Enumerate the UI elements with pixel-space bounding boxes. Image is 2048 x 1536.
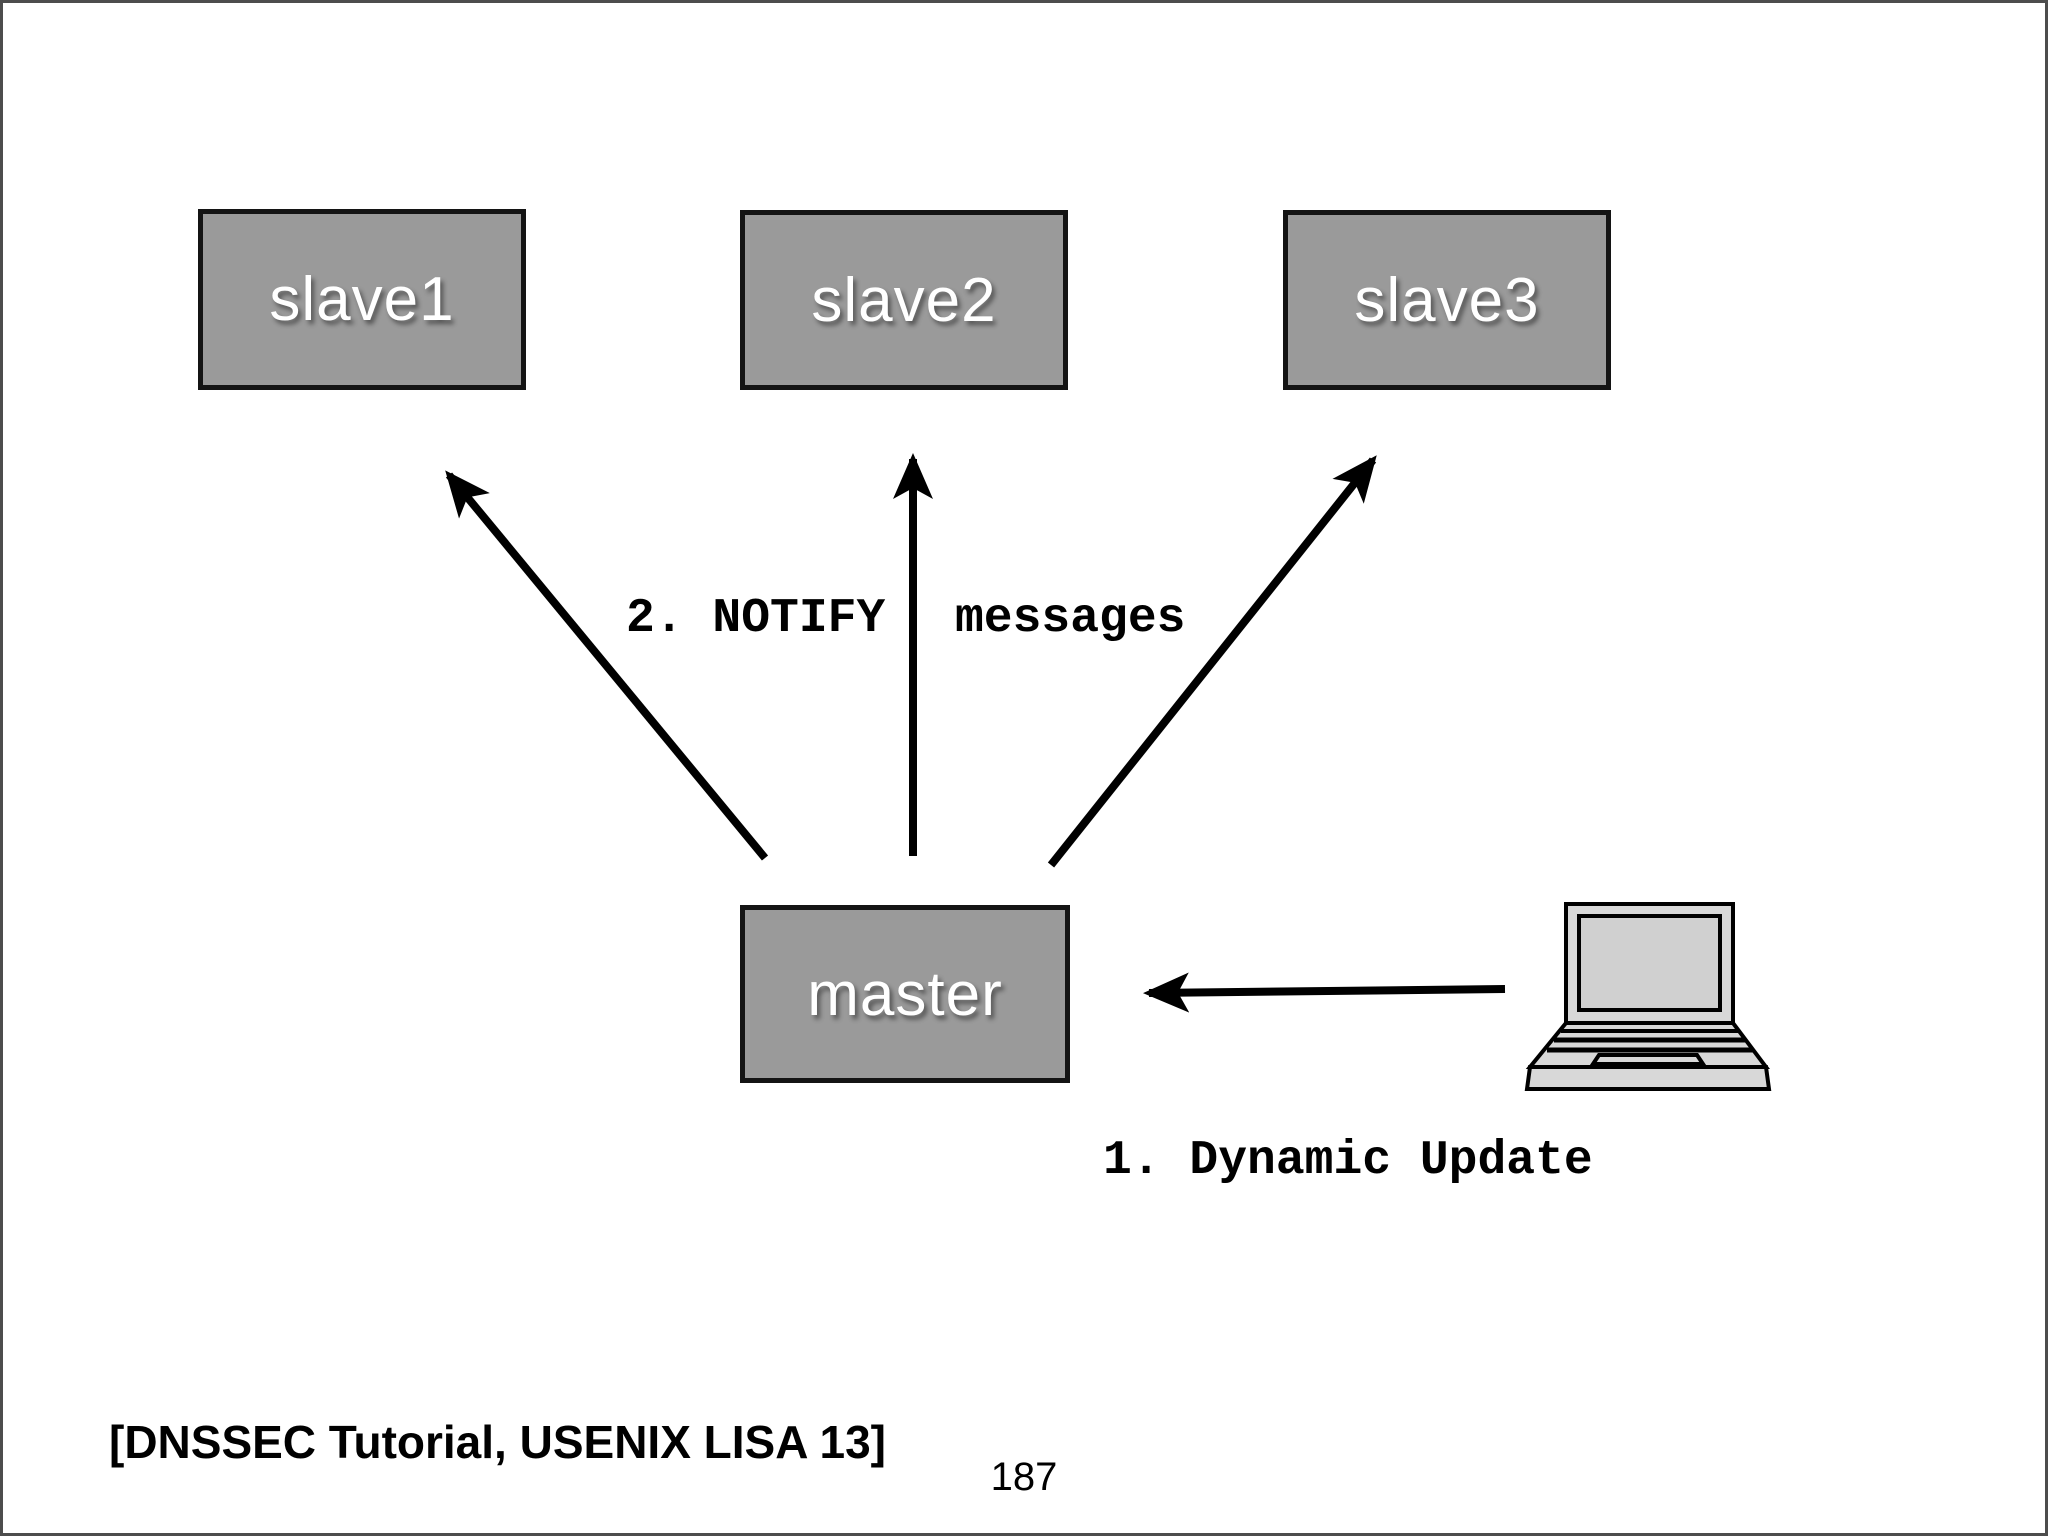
node-slave2-label: slave2 bbox=[811, 265, 997, 335]
laptop-spacebar bbox=[1589, 1053, 1707, 1066]
node-slave2: slave2 bbox=[740, 210, 1068, 390]
notify-messages-label-right: messages bbox=[955, 592, 1186, 646]
node-slave3: slave3 bbox=[1283, 210, 1611, 390]
dynamic-update-label: 1. Dynamic Update bbox=[1103, 1134, 1593, 1188]
node-master-label: master bbox=[807, 959, 1003, 1029]
citation-text: [DNSSEC Tutorial, USENIX LISA 13] bbox=[109, 1416, 886, 1468]
node-slave3-label: slave3 bbox=[1354, 265, 1540, 335]
node-slave1: slave1 bbox=[198, 209, 526, 390]
node-master: master bbox=[740, 905, 1070, 1083]
laptop-base bbox=[1524, 1065, 1772, 1091]
notify-messages-label-left: 2. NOTIFY bbox=[626, 592, 886, 646]
dynamic-update-arrow bbox=[1143, 972, 1506, 1013]
laptop-icon bbox=[1524, 902, 1772, 1091]
notify-arrow-slave1 bbox=[445, 470, 769, 861]
node-slave1-label: slave1 bbox=[269, 265, 455, 334]
arrow-layer bbox=[445, 453, 1506, 1013]
page-number: 187 bbox=[990, 1455, 1058, 1499]
laptop-screen bbox=[1577, 914, 1722, 1012]
notify-arrow-slave3 bbox=[1047, 455, 1377, 868]
